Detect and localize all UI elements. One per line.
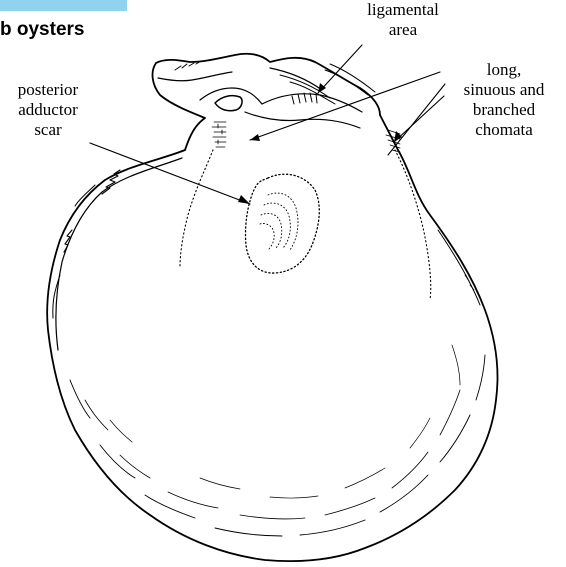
- chomata-leader-2: [394, 96, 444, 142]
- pallial-line-left: [180, 150, 213, 268]
- label-line: branched: [442, 100, 566, 120]
- label-line: area: [358, 20, 448, 40]
- adductor-scar: [245, 174, 319, 273]
- label-posterior-adductor-scar: posterior adductor scar: [0, 80, 96, 140]
- label-line: scar: [0, 120, 96, 140]
- label-line: sinuous and: [442, 80, 566, 100]
- label-line: adductor: [0, 100, 96, 120]
- label-line: chomata: [442, 120, 566, 140]
- chomata-leader-3: [388, 84, 445, 155]
- pallial-line-right: [395, 150, 431, 300]
- label-chomata: long, sinuous and branched chomata: [442, 60, 566, 140]
- label-line: long,: [442, 60, 566, 80]
- arrowheads: [238, 83, 402, 204]
- label-line: ligamental: [358, 0, 448, 20]
- chomata-leader-1: [250, 72, 440, 140]
- leader-lines: [90, 45, 445, 204]
- label-ligamental-area: ligamental area: [358, 0, 448, 40]
- label-line: posterior: [0, 80, 96, 100]
